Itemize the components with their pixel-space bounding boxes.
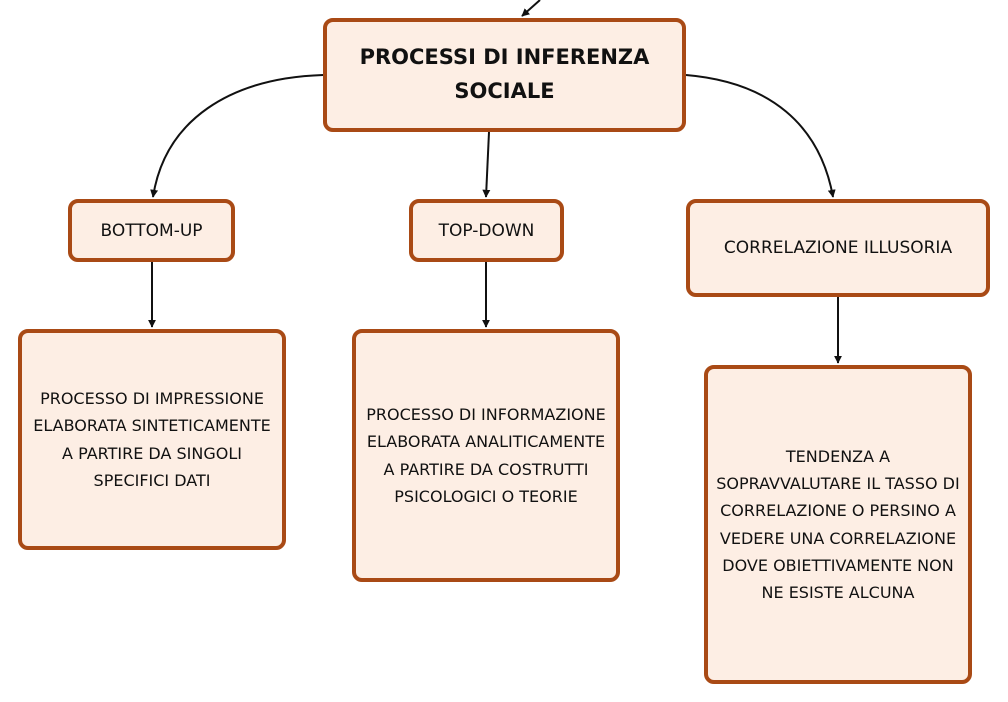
arrow-root-to-correlazione [685,74,836,198]
top-down-description: PROCESSO DI INFORMAZIONE ELABORATA ANALI… [366,405,606,506]
correlazione-illusoria-node[interactable]: CORRELAZIONE ILLUSORIA [686,199,990,297]
bottom-up-description: PROCESSO DI IMPRESSIONE ELABORATA SINTET… [33,389,271,490]
top-down-label: TOP-DOWN [438,220,535,241]
root-node[interactable]: PROCESSI DI INFERENZA SOCIALE [323,18,686,132]
arrow-root-to-top-down [482,131,491,198]
arrow-root-to-bottom-up [150,74,324,198]
bottom-up-node[interactable]: BOTTOM-UP [68,199,235,262]
incoming-arrow [521,0,541,17]
correlazione-illusoria-description: TENDENZA A SOPRAVVALUTARE IL TASSO DI CO… [716,446,960,602]
bottom-up-description-node[interactable]: PROCESSO DI IMPRESSIONE ELABORATA SINTET… [18,329,286,550]
bottom-up-label: BOTTOM-UP [100,220,203,241]
correlazione-illusoria-description-node[interactable]: TENDENZA A SOPRAVVALUTARE IL TASSO DI CO… [704,365,972,684]
root-label: PROCESSI DI INFERENZA SOCIALE [359,45,650,103]
top-down-node[interactable]: TOP-DOWN [409,199,564,262]
correlazione-illusoria-label: CORRELAZIONE ILLUSORIA [723,238,953,258]
top-down-description-node[interactable]: PROCESSO DI INFORMAZIONE ELABORATA ANALI… [352,329,620,582]
